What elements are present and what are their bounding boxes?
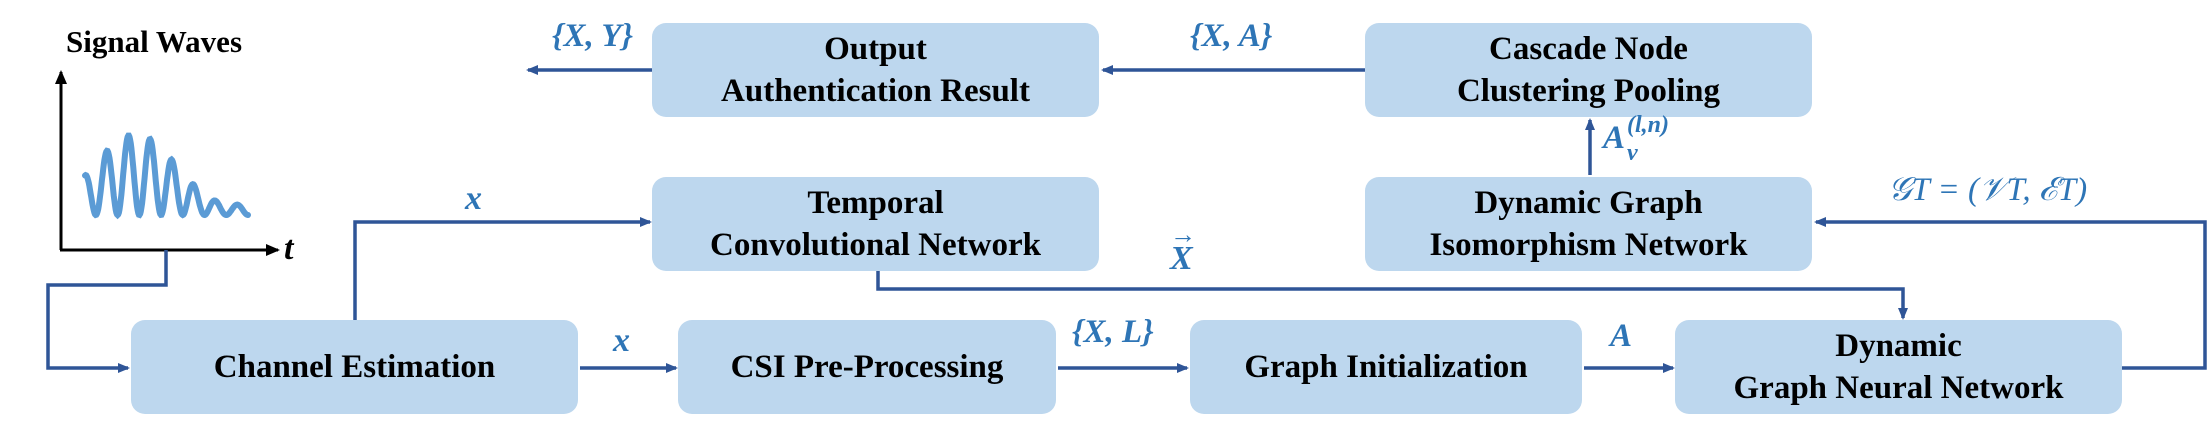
tcn-block: Temporal Convolutional Network [652, 177, 1099, 271]
signal-wave [82, 132, 251, 220]
output-line1: Output [824, 31, 927, 67]
cascade-line1: Cascade Node [1489, 31, 1688, 67]
dgin-block: Dynamic Graph Isomorphism Network [1365, 177, 1812, 271]
signal-to-channel-arrow [46, 250, 168, 373]
cascade-pooling-block: Cascade Node Clustering Pooling [1365, 23, 1812, 117]
graph-init-line1: Graph Initialization [1244, 349, 1528, 385]
channel-estimation-block: Channel Estimation [131, 320, 578, 414]
tcn-line1: Temporal [807, 185, 944, 221]
dgnn-to-dgin-arrow [1814, 217, 2207, 370]
channel-to-tcn-arrow [353, 217, 652, 320]
tcn-to-dgnn-arrow [876, 270, 1908, 320]
dgin-line1: Dynamic Graph [1474, 185, 1703, 221]
label-tcn-to-dgnn-accent: → [1170, 220, 1196, 249]
label-tcn-to-dgnn-symbol: X [1170, 240, 1193, 277]
label-graph-init-to-dgnn: A [1610, 318, 1633, 354]
label-tcn-to-dgnn: → X [1170, 220, 1196, 278]
label-dgnn-to-dgin: 𝒢T = (𝒱T, ℰT) [1888, 172, 2088, 208]
output-authentication-block: Output Authentication Result [652, 23, 1099, 117]
signal-waves-title: Signal Waves [66, 24, 243, 59]
tcn-line2: Convolutional Network [710, 227, 1041, 263]
label-dgin-to-cascade: A(l,n)v [1603, 112, 1685, 166]
label-dgin-to-cascade-sup: (l,n) [1627, 112, 1670, 138]
label-csi-to-graph-init: {X, L} [1072, 314, 1154, 350]
label-dgin-to-cascade-base: A [1603, 120, 1626, 156]
cascade-line2: Clustering Pooling [1456, 73, 1721, 109]
label-dgin-to-cascade-sub: v [1627, 140, 1638, 166]
csi-preprocessing-block: CSI Pre-Processing [678, 320, 1056, 414]
dgin-line2: Isomorphism Network [1429, 227, 1748, 263]
csi-line1: CSI Pre-Processing [730, 349, 1004, 385]
dgnn-block: Dynamic Graph Neural Network [1675, 320, 2122, 414]
label-channel-to-csi: x [613, 322, 630, 359]
channel-line1: Channel Estimation [213, 349, 496, 385]
t-axis-label: t [284, 230, 294, 267]
label-channel-to-tcn: x [465, 180, 482, 217]
label-cascade-to-output: {X, A} [1190, 18, 1273, 54]
graph-initialization-block: Graph Initialization [1190, 320, 1582, 414]
output-line2: Authentication Result [721, 73, 1030, 109]
dgnn-line2: Graph Neural Network [1733, 370, 2064, 406]
label-output-result: {X, Y} [552, 18, 634, 54]
dgnn-line1: Dynamic [1835, 328, 1962, 364]
